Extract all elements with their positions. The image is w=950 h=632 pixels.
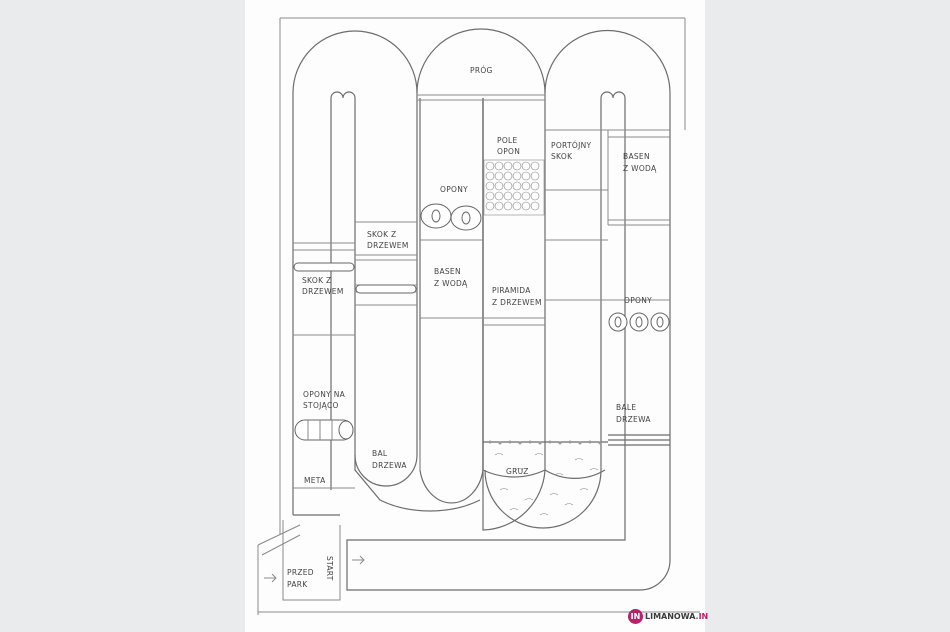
direction-arrows xyxy=(264,555,365,583)
label-opony-na: OPONY NA xyxy=(303,390,346,399)
label-bal: BAL xyxy=(372,449,388,458)
logo-name: LIMANOWA xyxy=(645,611,696,621)
label-z-drzewem: Z DRZEWEM xyxy=(492,298,542,307)
label-z-woda-1: Z WODĄ xyxy=(623,164,657,173)
label-drzewa-1: DRZEWA xyxy=(616,415,651,424)
label-skok: SKOK xyxy=(551,152,573,161)
label-opony-1: OPONY xyxy=(440,185,468,194)
label-opony-2: OPONY xyxy=(624,296,652,305)
label-portojny: PORTÓJNY xyxy=(551,141,591,150)
label-start: START xyxy=(325,556,334,581)
label-basen-2: BASEN xyxy=(434,267,461,276)
label-park: PARK xyxy=(287,580,308,589)
outer-frame xyxy=(257,17,700,615)
label-skok-z-2: SKOK Z xyxy=(302,276,331,285)
labels: PRÓG POLE OPON PORTÓJNY SKOK BASEN Z WOD… xyxy=(287,66,657,589)
logo-tld: .IN xyxy=(695,611,709,621)
logo-text: LIMANOWA.IN xyxy=(645,612,708,621)
label-piramida: PIRAMIDA xyxy=(492,286,531,295)
label-basen-1: BASEN xyxy=(623,152,650,161)
track-outline xyxy=(257,28,671,601)
label-prog: PRÓG xyxy=(470,66,493,75)
label-pole: POLE xyxy=(497,136,518,145)
label-drzewem-1: DRZEWEM xyxy=(367,241,409,250)
label-meta: META xyxy=(304,476,326,485)
logo-badge-icon: IN xyxy=(628,608,643,624)
logs xyxy=(293,262,417,294)
tyre-field xyxy=(483,159,545,216)
label-drzewem-2: DRZEWEM xyxy=(302,287,344,296)
label-przed: PRZED xyxy=(287,568,314,577)
paper-sheet xyxy=(245,0,705,632)
label-drzewa-2: DRZEWA xyxy=(372,461,407,470)
label-stojaco: STOJĄCO xyxy=(303,401,339,410)
label-gruz: GRUZ xyxy=(506,467,529,476)
standing-tyres xyxy=(294,419,354,441)
site-logo[interactable]: IN LIMANOWA.IN xyxy=(628,606,708,626)
rubble-area xyxy=(483,440,608,516)
label-opon: OPON xyxy=(497,147,520,156)
label-skok-z-1: SKOK Z xyxy=(367,230,396,239)
tyres-group-2 xyxy=(608,312,670,332)
obstacle-bands xyxy=(293,94,670,489)
label-bale: BALE xyxy=(616,403,636,412)
label-z-woda-2: Z WODĄ xyxy=(434,279,468,288)
tyres-group-1 xyxy=(420,203,482,231)
